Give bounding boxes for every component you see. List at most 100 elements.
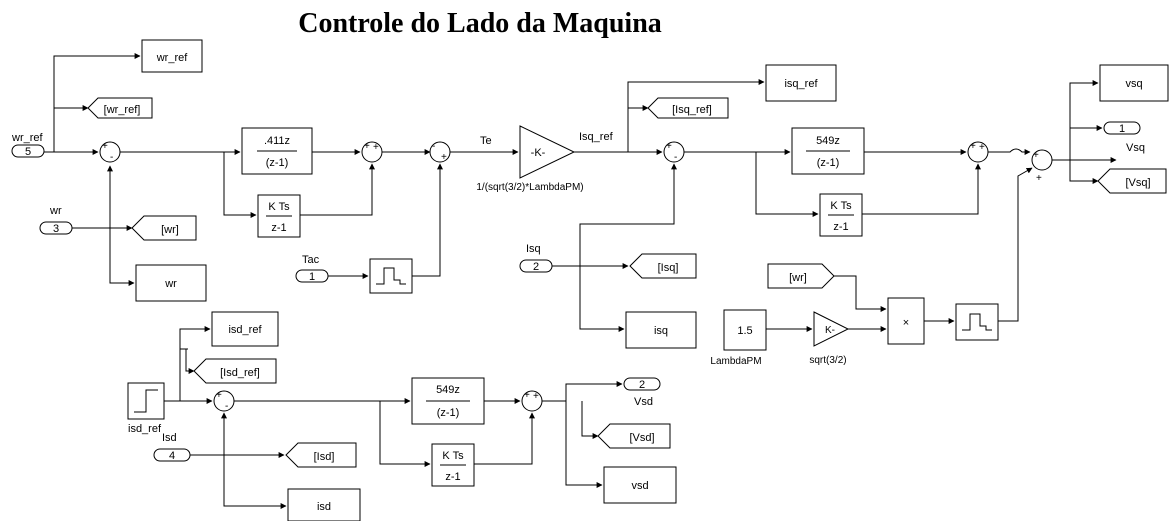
goto-wr[interactable]: [wr] [131, 215, 197, 241]
svg-text:(z-1): (z-1) [266, 157, 289, 169]
sum-iq-error[interactable]: + - [663, 141, 685, 163]
svg-text:+: + [364, 141, 370, 152]
svg-text:+: + [970, 141, 976, 152]
goto-isd-ref[interactable]: [Isd_ref] [193, 358, 277, 384]
svg-text:×: × [903, 317, 909, 329]
constant-lambdapm[interactable]: 1.5 [723, 309, 767, 351]
svg-text:z-1: z-1 [833, 221, 848, 233]
goto-isd[interactable]: [Isd] [285, 442, 357, 468]
diagram-title: Controle do Lado da Maquina [298, 8, 662, 39]
scope-wr-ref[interactable]: wr_ref [141, 39, 203, 73]
scope-isq[interactable]: isq [625, 311, 697, 349]
svg-text:-: - [432, 141, 435, 152]
svg-text:[wr_ref]: [wr_ref] [104, 104, 141, 116]
gain-torque-label: 1/(sqrt(3/2)*LambdaPM) [476, 182, 583, 193]
zero-order-hold-emf[interactable] [955, 303, 999, 341]
product-block[interactable]: × [887, 297, 925, 345]
inport-isd[interactable]: 4 [153, 448, 191, 462]
svg-text:K-: K- [825, 325, 835, 336]
outport-vsq[interactable]: 1 [1103, 121, 1141, 135]
sum-vsq[interactable]: + + [1031, 149, 1053, 184]
svg-text:+: + [1033, 150, 1039, 161]
svg-text:(z-1): (z-1) [817, 157, 840, 169]
svg-text:-: - [110, 152, 113, 163]
svg-text:isq: isq [654, 325, 668, 337]
zero-order-hold-tac[interactable] [369, 258, 413, 294]
svg-text:isd_ref: isd_ref [228, 324, 262, 336]
sum-speed-pi[interactable]: + + [361, 141, 383, 163]
sum-torque[interactable]: - + [429, 141, 451, 163]
goto-vsd[interactable]: [Vsd] [597, 423, 671, 449]
scope-wr[interactable]: wr [135, 264, 207, 302]
sum-speed-error[interactable]: + - [99, 141, 121, 163]
discrete-integrator-q[interactable]: K Ts z-1 [819, 193, 863, 237]
svg-text:wr_ref: wr_ref [156, 52, 189, 64]
svg-text:+: + [979, 142, 985, 153]
discrete-integrator-d[interactable]: K Ts z-1 [431, 443, 475, 487]
svg-text:[Isd]: [Isd] [314, 451, 335, 463]
svg-text:K Ts: K Ts [830, 200, 852, 212]
gain-torque-to-iq[interactable]: -K- [519, 125, 576, 179]
gain-sqrt32[interactable]: K- [813, 311, 850, 347]
constant-label: LambdaPM [710, 356, 761, 367]
inport-wr[interactable]: 3 [39, 221, 73, 235]
svg-text:4: 4 [169, 450, 175, 462]
inport-isq-label: Isq [526, 243, 541, 255]
sum-id-error[interactable]: + - [213, 390, 235, 412]
svg-text:2: 2 [533, 261, 539, 273]
inport-isq[interactable]: 2 [519, 259, 553, 273]
outport-vsd[interactable]: 2 [623, 377, 661, 391]
scope-isd-ref[interactable]: isd_ref [211, 311, 279, 347]
svg-text:-: - [674, 152, 677, 163]
outport-vsq-label: Vsq [1126, 142, 1145, 154]
from-wr[interactable]: [wr] [767, 263, 835, 289]
sum-q-pi[interactable]: + + [967, 141, 989, 163]
svg-text:-: - [225, 401, 228, 412]
svg-text:[Isq]: [Isq] [658, 262, 679, 274]
discrete-integrator-speed[interactable]: K Ts z-1 [257, 194, 301, 238]
svg-text:(z-1): (z-1) [437, 407, 460, 419]
outport-vsd-label: Vsd [634, 396, 653, 408]
svg-text:1.5: 1.5 [737, 325, 752, 337]
svg-text:1: 1 [1119, 123, 1125, 135]
svg-text:isd: isd [317, 501, 331, 513]
signal-te-label: Te [480, 135, 492, 147]
svg-text:+: + [216, 390, 222, 401]
scope-vsd[interactable]: vsd [603, 466, 677, 504]
step-isd-ref[interactable] [127, 382, 165, 420]
gain-sqrt32-label: sqrt(3/2) [809, 355, 846, 366]
goto-wr-ref[interactable]: [wr_ref] [87, 97, 153, 119]
scope-vsq[interactable]: vsq [1099, 64, 1169, 102]
svg-text:5: 5 [25, 146, 31, 158]
discrete-tf-speed[interactable]: .411z (z-1) [241, 127, 313, 175]
svg-text:1: 1 [309, 271, 315, 283]
svg-text:+: + [533, 391, 539, 402]
svg-text:[Vsd]: [Vsd] [629, 432, 654, 444]
svg-text:[wr]: [wr] [789, 272, 807, 284]
inport-wr-label: wr [49, 205, 62, 217]
svg-text:3: 3 [53, 223, 59, 235]
svg-text:wr: wr [164, 278, 177, 290]
goto-vsq[interactable]: [Vsq] [1097, 168, 1167, 194]
svg-text:isq_ref: isq_ref [784, 78, 818, 90]
scope-isd[interactable]: isd [287, 488, 361, 521]
svg-text:+: + [1036, 173, 1042, 184]
goto-isq[interactable]: [Isq] [629, 253, 697, 279]
discrete-tf-d[interactable]: 549z (z-1) [411, 377, 485, 425]
step-isd-ref-label: isd_ref [128, 423, 162, 435]
goto-isq-ref[interactable]: [Isq_ref] [647, 97, 729, 119]
inport-wr-ref[interactable]: 5 [11, 144, 45, 158]
svg-text:K Ts: K Ts [442, 450, 464, 462]
inport-isd-label: Isd [162, 432, 177, 444]
signal-isq-ref-label: Isq_ref [579, 131, 614, 143]
svg-text:549z: 549z [436, 384, 460, 396]
scope-isq-ref[interactable]: isq_ref [765, 64, 837, 102]
svg-text:K Ts: K Ts [268, 201, 290, 213]
svg-text:+: + [102, 141, 108, 152]
inport-tac[interactable]: 1 [295, 269, 329, 283]
sum-d-pi[interactable]: + + [521, 390, 543, 412]
discrete-tf-q[interactable]: 549z (z-1) [791, 127, 865, 175]
svg-text:z-1: z-1 [445, 471, 460, 483]
svg-text:[Vsq]: [Vsq] [1125, 177, 1150, 189]
